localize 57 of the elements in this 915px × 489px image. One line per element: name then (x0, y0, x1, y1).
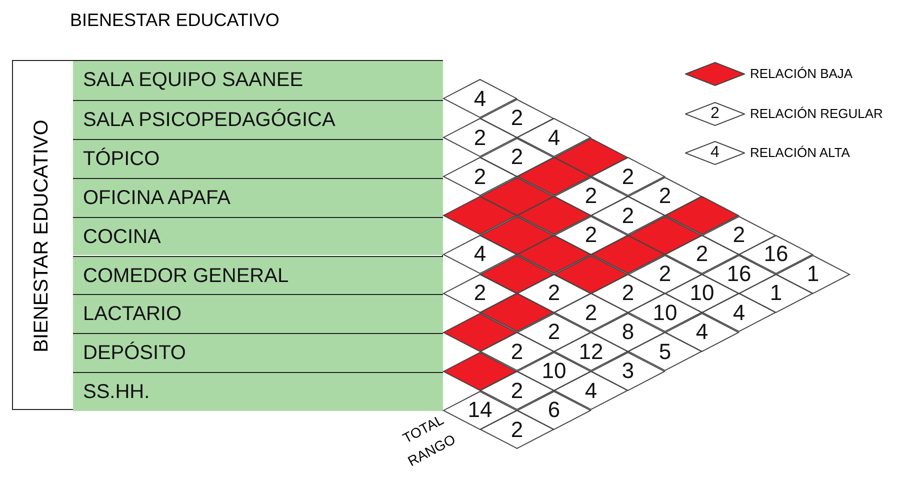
table-row: COCINA (73, 216, 443, 256)
legend-label: RELACIÓN ALTA (750, 145, 850, 160)
cell-value: 16 (764, 243, 788, 266)
cell-value: 4 (732, 302, 746, 324)
table-row: DEPÓSITO (73, 333, 443, 372)
cell-value: 2 (622, 282, 634, 304)
cell-value: 2 (474, 282, 486, 304)
table-row: SS.HH. (73, 372, 443, 412)
cell-value: 10 (690, 282, 714, 304)
legend-sample-value: 2 (710, 106, 720, 122)
cell-value: 6 (548, 399, 560, 422)
cell-value: 2 (622, 166, 634, 188)
cell-value: 2 (510, 340, 524, 363)
diagram-title: BIENESTAR EDUCATIVO (70, 10, 280, 31)
cell-value: 14 (468, 399, 492, 422)
table-frame (12, 60, 443, 410)
cell-value: 2 (658, 185, 672, 208)
cell-value: 4 (548, 126, 560, 149)
legend-label: RELACIÓN BAJA (750, 66, 853, 81)
cell-value: 10 (542, 360, 566, 382)
table-row: OFICINA APAFA (73, 178, 443, 217)
cell-value: 3 (622, 360, 634, 382)
cell-value: 2 (658, 262, 672, 285)
legend-sample-value: 4 (710, 145, 720, 161)
cell-value: 16 (726, 262, 752, 285)
legend-label: RELACIÓN REGULAR (750, 106, 883, 120)
cell-value: 2 (584, 224, 598, 246)
table-row: LACTARIO (73, 294, 443, 334)
table-row: TÓPICO (73, 138, 443, 178)
cell-value: 10 (652, 302, 678, 324)
cell-value: 2 (548, 282, 560, 304)
cell-value: 2 (548, 321, 560, 344)
table-row: COMEDOR GENERAL (73, 256, 443, 294)
cell-value: 12 (578, 340, 604, 363)
cell-value: 2 (510, 380, 524, 402)
cell-value: 2 (474, 126, 486, 149)
cell-value: 1 (806, 262, 820, 285)
cell-value: 2 (510, 107, 524, 130)
table-row: SALA EQUIPO SAANEE (73, 61, 443, 100)
cell-value: 4 (474, 88, 486, 110)
node-label: SALA EQUIPO SAANEE (83, 69, 304, 91)
cell-value: 8 (622, 321, 634, 344)
cell-value: 2 (584, 302, 598, 324)
cell-value: 4 (474, 243, 486, 266)
cell-value: 4 (696, 321, 708, 344)
cell-value: 2 (584, 185, 598, 208)
cell-value: 1 (770, 282, 782, 304)
cell-value: 2 (732, 224, 746, 246)
cell-value: 2 (474, 166, 486, 188)
cell-value: 2 (696, 243, 708, 266)
cell-value: 5 (658, 340, 672, 363)
cell-value: 2 (510, 146, 524, 168)
vertical-heading: BIENESTAR EDUCATIVO (30, 120, 54, 352)
cell-value: 2 (622, 204, 634, 227)
table-row: SALA PSICOPEDAGÓGICA (73, 100, 443, 139)
cell-value: 2 (510, 418, 524, 441)
cell-value: 4 (584, 380, 598, 402)
